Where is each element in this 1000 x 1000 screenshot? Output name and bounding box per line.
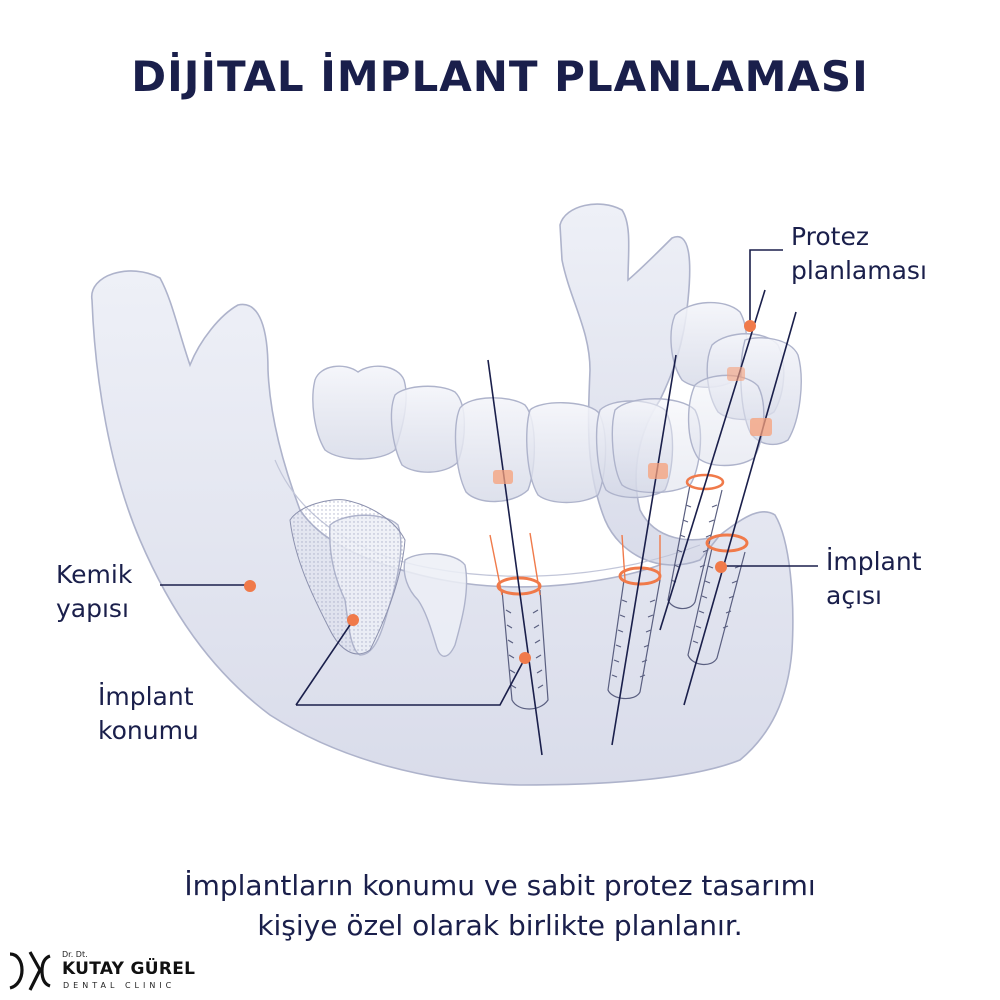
logo-mark-icon [9, 951, 51, 991]
label-kemik-yapisi: Kemik yapısı [56, 558, 132, 626]
label-implant-acisi-line1: İmplant [826, 547, 922, 576]
caption-line1: İmplantların konumu ve sabit protez tasa… [184, 869, 816, 902]
logo-prefix: Dr. Dt. [62, 950, 88, 959]
implant-3 [667, 484, 723, 610]
caption: İmplantların konumu ve sabit protez tasa… [0, 866, 1000, 946]
label-protez-line2: planlaması [791, 256, 927, 285]
mandible-bone [91, 270, 794, 786]
page-title: DİJİTAL İMPLANT PLANLAMASI [131, 52, 869, 101]
label-kemik-line2: yapısı [56, 594, 129, 623]
implant-4 [687, 547, 746, 665]
bone-mesh [289, 499, 406, 655]
implant-1 [501, 589, 549, 710]
callout-lines [160, 249, 818, 706]
label-implant-acisi-line2: açısı [826, 581, 882, 610]
clinic-logo: Dr. Dt. KUTAY GÜREL DENTAL CLINIC [6, 946, 206, 996]
label-implant-acisi: İmplant açısı [826, 545, 922, 613]
prosthesis-teeth [312, 301, 802, 504]
logo-subtitle: DENTAL CLINIC [63, 981, 176, 990]
callout-dots [244, 320, 756, 664]
implant-2 [607, 579, 661, 700]
logo-name: KUTAY GÜREL [62, 959, 196, 979]
caption-line2: kişiye özel olarak birlikte planlanır. [257, 909, 743, 942]
label-implant-konumu-line1: İmplant [98, 682, 194, 711]
label-kemik-line1: Kemik [56, 560, 133, 589]
label-protez-line1: Protez [791, 222, 869, 251]
label-implant-konumu: İmplant konumu [98, 680, 199, 748]
label-protez-planlamasi: Protez planlaması [791, 220, 927, 288]
label-implant-konumu-line2: konumu [98, 716, 199, 745]
